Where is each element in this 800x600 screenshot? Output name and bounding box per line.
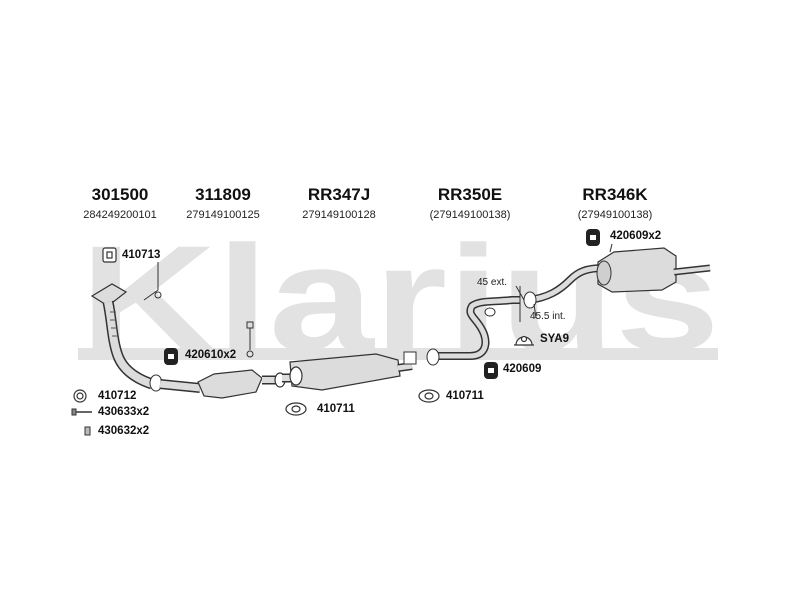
gasket-410711-icon-b: [418, 389, 440, 403]
catalytic-converter: [159, 369, 286, 399]
label-410711-a: 410711: [317, 403, 355, 415]
header-311809: 311809 279149100125: [173, 185, 273, 221]
header-rr350e: RR350E (279149100138): [415, 185, 525, 221]
rubber-420609-icon: [484, 362, 498, 379]
label-410713: 410713: [122, 249, 161, 261]
label-420609: 420609: [503, 363, 542, 375]
part-ref: (27949100138): [577, 209, 653, 221]
middle-silencer: [282, 353, 413, 391]
part-code: 301500: [91, 185, 149, 204]
label-410711-b: 410711: [446, 390, 484, 402]
part-code: RR350E: [437, 185, 503, 204]
rubber-420609x2-icon: [586, 229, 600, 246]
front-pipe: [90, 283, 154, 390]
part-ref: (279149100138): [429, 209, 511, 221]
header-rr347j: RR347J 279149100128: [289, 185, 389, 221]
label-420609x2: 420609x2: [610, 230, 662, 242]
note-int: 45.5 int.: [530, 311, 566, 322]
part-ref: 279149100125: [186, 209, 260, 221]
part-ref: 279149100128: [302, 209, 376, 221]
measurement-leaders: [515, 285, 537, 322]
gasket-410712-icon: [73, 389, 87, 403]
bolt-430633-icon: [71, 408, 92, 416]
nut-430632-icon: [84, 426, 91, 436]
header-rr346k: RR346K (27949100138): [560, 185, 670, 221]
rear-silencer: [523, 243, 711, 309]
note-ext: 45 ext.: [477, 277, 508, 288]
part-code: RR346K: [582, 185, 648, 204]
hanger-pin-front: [143, 262, 162, 301]
header-301500: 301500 284249200101: [70, 185, 170, 221]
clamp-sya9-icon: [514, 335, 534, 346]
label-sya9: SYA9: [540, 333, 569, 345]
gasket-410711-icon-a: [285, 402, 307, 416]
hanger-pin-cat: [246, 321, 254, 358]
rubber-420610-icon: [164, 348, 178, 365]
label-430633: 430633x2: [98, 406, 150, 418]
label-430632: 430632x2: [98, 425, 150, 437]
intermediate-pipe: [403, 296, 520, 366]
label-420610: 420610x2: [185, 349, 237, 361]
gasket-410713-icon: [102, 247, 117, 263]
part-ref: 284249200101: [83, 209, 157, 221]
label-410712: 410712: [98, 390, 137, 402]
part-code: RR347J: [307, 185, 371, 204]
part-code: 311809: [195, 185, 251, 204]
